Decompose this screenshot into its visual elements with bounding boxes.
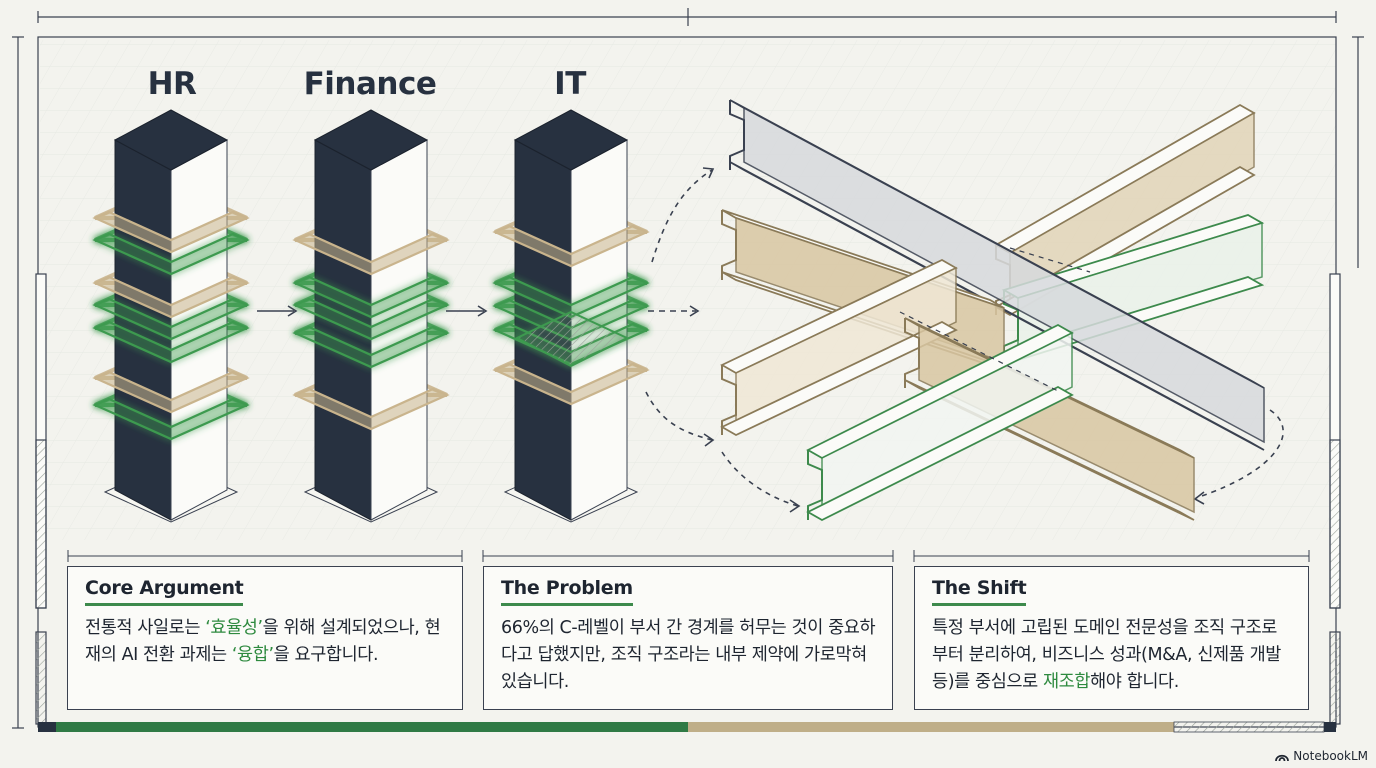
pillar-hr [92,109,250,523]
column-label-hr: HR [147,66,197,102]
it-missing-block [514,310,630,368]
column-label-it: IT [554,66,586,102]
bottom-bar-green [56,722,688,732]
beam-connector-dashed [1009,247,1091,273]
body-text: 을 요구합니다. [273,645,379,665]
floor-ring-green [292,297,450,341]
highlight-text: ‘융합’ [231,645,274,665]
card-body: 특정 부서에 고립된 도메인 전문성을 조직 구조로부터 분리하여, 비즈니스 … [932,615,1292,696]
beam-green-front [806,323,1074,522]
floor-ring-green [92,397,250,441]
card-title: Core Argument [85,577,244,606]
body-text: 전통적 사일로는 [85,618,206,638]
floor-ring-green [292,325,450,369]
card-title: The Problem [501,577,633,606]
floor-ring-green [292,275,450,319]
body-text: 을 위해 설계되었으나, 현재의 AI 전환 과제는 [85,618,441,665]
beam-tan-cross [720,258,958,437]
brand-name: NotebookLM [1293,749,1368,763]
floor-ring-tan [292,232,450,276]
bottom-bar-navy [38,722,56,732]
body-text: 66%의 C-레벨이 부서 간 경계를 허무는 것이 중요하다고 답했지만, 조… [501,618,876,692]
floor-ring-green [92,232,250,276]
card-the-shift: The Shift 특정 부서에 고립된 도메인 전문성을 조직 구조로부터 분… [914,566,1309,710]
floor-ring-green [92,320,250,364]
body-text: 특정 부서에 고립된 도메인 전문성을 조직 구조로부터 분리하여, 비즈니스 … [932,618,1281,692]
body-text: 해야 합니다. [1090,672,1179,692]
highlight-text: ‘효율성’ [205,618,263,638]
flow-arrows [257,167,1284,513]
floor-ring-tan [92,210,250,254]
card-title: The Shift [932,577,1027,606]
pillar-finance [292,109,450,523]
floor-ring-green [92,297,250,341]
card-core-argument: Core Argument 전통적 사일로는 ‘효율성’을 위해 설계되었으나,… [67,566,463,710]
floor-ring-tan [292,387,450,431]
floor-ring-tan [492,362,650,406]
notebooklm-logo-icon [1275,754,1290,761]
highlight-text: 재조합 [1042,672,1091,692]
bottom-bar-hatch [1173,721,1325,733]
card-dimension-lines [67,550,1310,562]
card-body: 66%의 C-레벨이 부서 간 경계를 허무는 것이 중요하다고 답했지만, 조… [501,615,876,696]
brand-badge: NotebookLM [1275,749,1368,763]
card-the-problem: The Problem 66%의 C-레벨이 부서 간 경계를 허무는 것이 중… [483,566,893,710]
beam-matrix [720,99,1265,522]
floor-ring-tan [92,275,250,319]
bottom-bar-tan [688,722,1174,732]
floor-ring-tan [492,224,650,268]
card-body: 전통적 사일로는 ‘효율성’을 위해 설계되었으나, 현재의 AI 전환 과제는… [85,615,446,669]
pillar-top-face [513,109,629,171]
pillar-top-face [313,109,429,171]
pillar-top-face [113,109,229,171]
column-label-finance: Finance [303,66,437,102]
floor-ring-tan [92,370,250,414]
